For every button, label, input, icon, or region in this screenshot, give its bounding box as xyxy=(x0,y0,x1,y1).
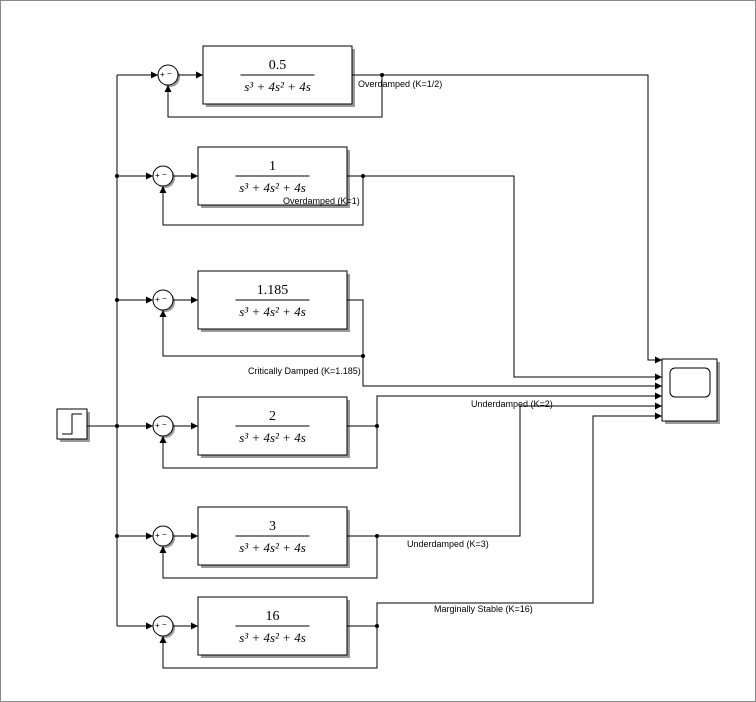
feedback-wire xyxy=(159,626,378,669)
loop-tf-k16: +− 16 s³ + 4s² + 4s Marginally Stable (K=16… xyxy=(117,596,533,669)
loop-tf-k-half: +− 0.5 s³ + 4s² + 4s Overdamped (K=1/2) xyxy=(117,45,442,118)
minus-sign: − xyxy=(167,69,172,78)
feedback-wire xyxy=(164,75,383,118)
plus-sign: + xyxy=(160,70,165,79)
scope-icon xyxy=(669,367,711,398)
scope-input-wire xyxy=(376,392,662,426)
signal-label: Underdamped (K=3) xyxy=(407,539,489,549)
signal-label: Overdamped (K=1) xyxy=(283,196,360,206)
step-source-block[interactable] xyxy=(56,408,90,442)
minus-sign: − xyxy=(162,294,167,303)
scope-input-wires xyxy=(362,74,662,626)
transfer-function-block[interactable]: 2 s³ + 4s² + 4s xyxy=(197,396,350,458)
tf-denominator: s³ + 4s² + 4s xyxy=(239,430,306,445)
sum-junction[interactable]: +− xyxy=(152,289,175,312)
feedback-wire xyxy=(159,426,378,469)
transfer-function-block[interactable]: 16 s³ + 4s² + 4s xyxy=(197,596,350,658)
sum-junction[interactable]: +− xyxy=(152,415,175,438)
signal-label: Marginally Stable (K=16) xyxy=(434,604,533,614)
signal-label: Critically Damped (K=1.185) xyxy=(248,366,361,376)
transfer-function-block[interactable]: 1.185 s³ + 4s² + 4s xyxy=(197,270,350,332)
tf-numerator: 1 xyxy=(269,159,276,174)
tf-numerator: 3 xyxy=(269,519,276,534)
sum-junction[interactable]: +− xyxy=(152,615,175,638)
plus-sign: + xyxy=(155,295,160,304)
transfer-function-block[interactable]: 1 s³ + 4s² + 4s xyxy=(197,146,350,208)
scope-input-wire xyxy=(362,356,662,390)
tf-numerator: 2 xyxy=(269,409,276,424)
minus-sign: − xyxy=(162,530,167,539)
signal-label: Underdamped (K=2) xyxy=(471,399,553,409)
sum-junction[interactable]: +− xyxy=(157,64,180,87)
plus-sign: + xyxy=(155,171,160,180)
sum-junction[interactable]: +− xyxy=(152,165,175,188)
minus-sign: − xyxy=(162,620,167,629)
tf-numerator: 16 xyxy=(266,609,280,624)
loop-tf-k1185: +− 1.185 s³ + 4s² + 4s Critically Damped (K… xyxy=(115,270,365,376)
minus-sign: − xyxy=(162,420,167,429)
signal-label: Overdamped (K=1/2) xyxy=(358,79,442,89)
scope-input-wire xyxy=(376,412,662,626)
step-icon xyxy=(62,413,82,435)
transfer-function-block[interactable]: 0.5 s³ + 4s² + 4s xyxy=(202,45,355,107)
tf-denominator: s³ + 4s² + 4s xyxy=(239,540,306,555)
loop-tf-k2: +− 2 s³ + 4s² + 4s Underdamped (K=2) xyxy=(115,396,553,469)
plus-sign: + xyxy=(155,621,160,630)
tf-denominator: s³ + 4s² + 4s xyxy=(239,630,306,645)
feedback-wire xyxy=(159,176,364,226)
scope-input-wire xyxy=(382,74,662,364)
feedback-wire xyxy=(159,536,378,579)
scope-input-wire xyxy=(377,402,662,537)
tf-numerator: 1.185 xyxy=(257,283,289,298)
tf-denominator: s³ + 4s² + 4s xyxy=(244,79,311,94)
minus-sign: − xyxy=(162,170,167,179)
plus-sign: + xyxy=(155,531,160,540)
output-wire xyxy=(347,299,364,356)
plus-sign: + xyxy=(155,421,160,430)
tf-denominator: s³ + 4s² + 4s xyxy=(239,304,306,319)
tf-denominator: s³ + 4s² + 4s xyxy=(239,180,306,195)
sum-junction[interactable]: +− xyxy=(152,525,175,548)
loop-tf-k3: +− 3 s³ + 4s² + 4s Underdamped (K=3) xyxy=(115,506,489,579)
feedback-wire xyxy=(159,310,363,357)
scope-input-wire xyxy=(363,175,662,381)
scope-block[interactable] xyxy=(661,358,720,424)
transfer-function-block[interactable]: 3 s³ + 4s² + 4s xyxy=(197,506,350,568)
tf-numerator: 0.5 xyxy=(269,58,287,73)
